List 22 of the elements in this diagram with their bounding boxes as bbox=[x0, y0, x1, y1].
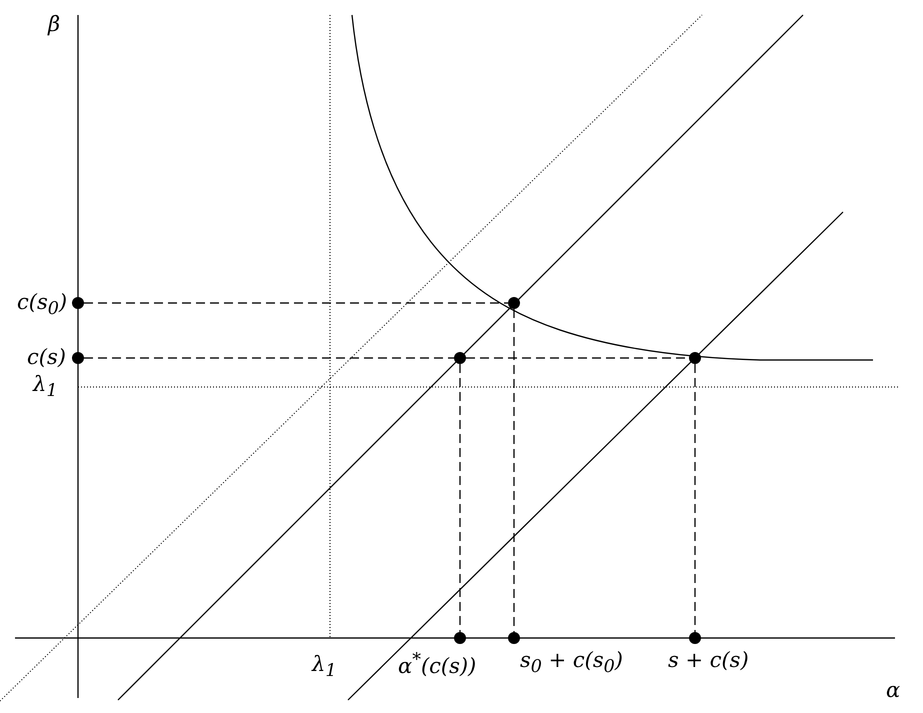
point-label: s + c(s) bbox=[668, 648, 749, 672]
dot-marker bbox=[508, 632, 520, 644]
dot-marker bbox=[72, 352, 84, 364]
dot-marker bbox=[72, 297, 84, 309]
dot-marker bbox=[454, 632, 466, 644]
dot-marker bbox=[508, 297, 520, 309]
dashed-line bbox=[694, 364, 696, 632]
dashed-line bbox=[84, 302, 508, 304]
axis-label: β bbox=[48, 12, 60, 36]
dot-marker bbox=[689, 352, 701, 364]
dot-marker bbox=[454, 352, 466, 364]
point-label: c(s) bbox=[27, 345, 66, 369]
point-label: s$_{0}$ + c(s$_{0}$) bbox=[520, 648, 623, 680]
axis-label: α bbox=[886, 678, 900, 702]
tick-label: λ$_{1}$ bbox=[312, 652, 336, 684]
dot-marker bbox=[689, 632, 701, 644]
point-label: c(s$_{0}$) bbox=[17, 290, 68, 322]
tick-label: λ$_{1}$ bbox=[33, 372, 58, 404]
dashed-line bbox=[459, 364, 461, 632]
dashed-line bbox=[84, 357, 454, 359]
dashed-line bbox=[513, 309, 515, 632]
point-label: α$^{*}$(c(s)) bbox=[398, 649, 476, 678]
